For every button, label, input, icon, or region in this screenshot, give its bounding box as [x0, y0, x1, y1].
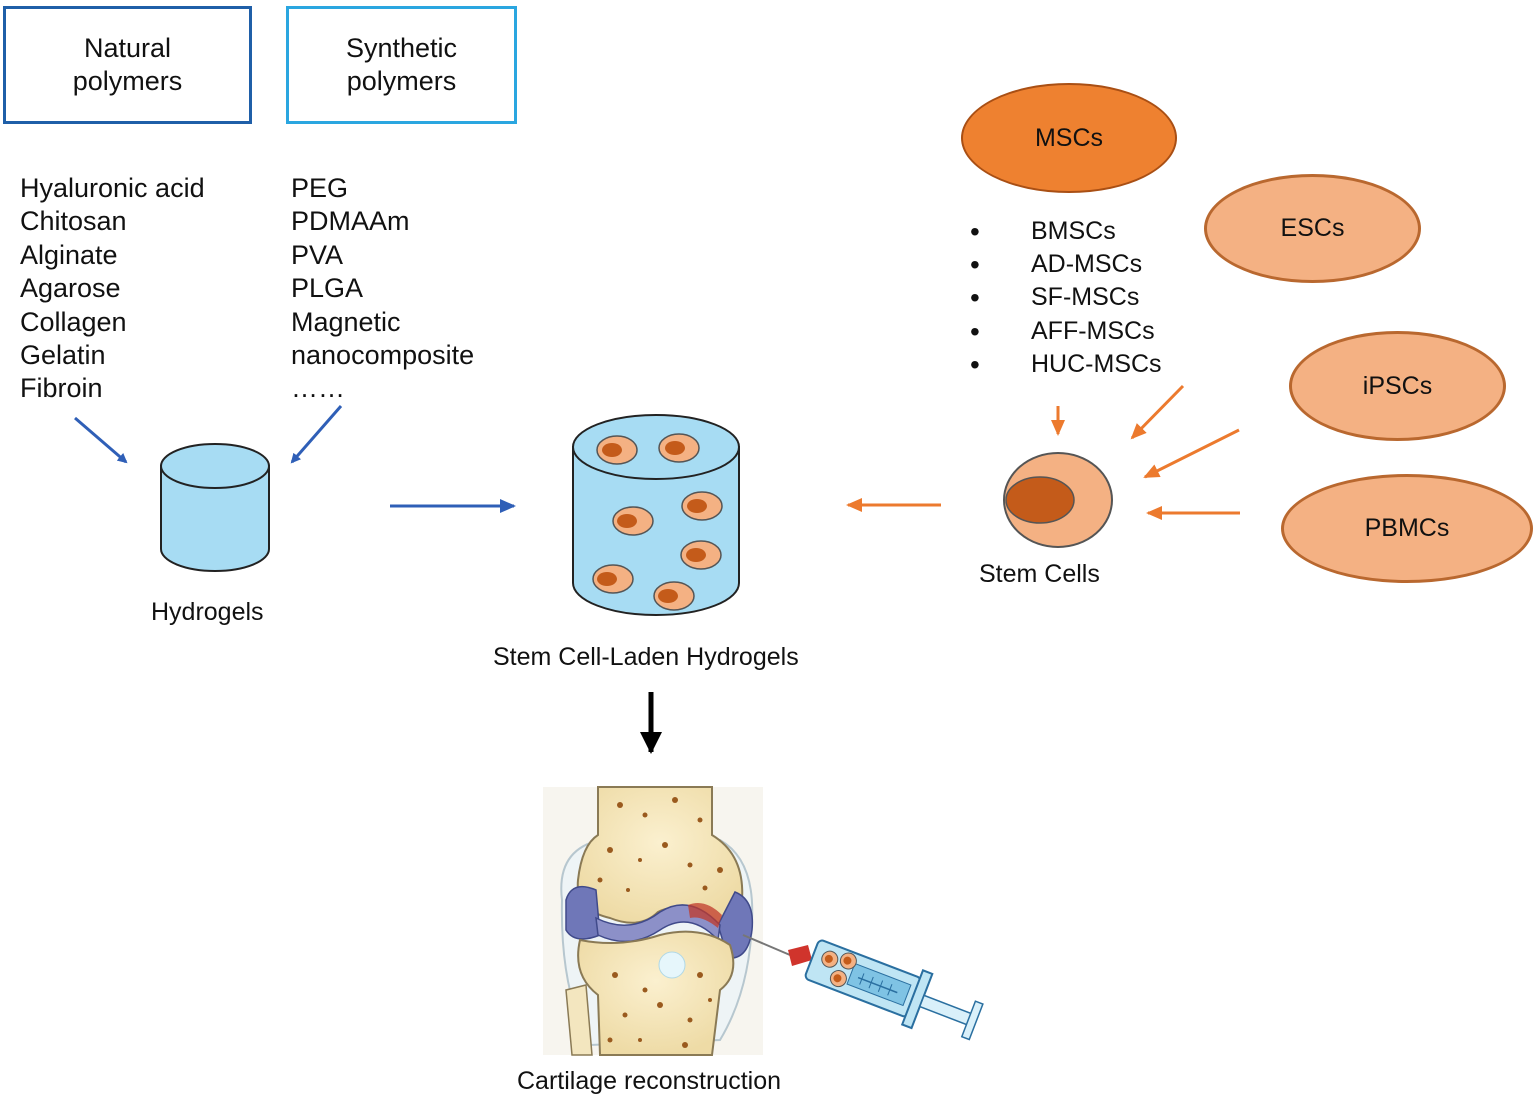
synthetic-polymer-item: PLGA: [291, 273, 364, 304]
synthetic-polymer-item: Magnetic: [291, 306, 401, 337]
synthetic-polymers-box: Synthetic polymers: [286, 6, 517, 124]
msc-ellipse: MSCs: [961, 83, 1177, 193]
natural-polymer-item: Hyaluronic acid: [20, 173, 205, 203]
msc-subtype-item: SF-MSCs: [970, 281, 1162, 314]
natural-polymer-item: Collagen: [20, 306, 127, 337]
knee-joint-illustration: [543, 786, 763, 1056]
synthetic-polymer-item: PDMAAm: [291, 206, 410, 237]
natural-polymers-box: Natural polymers: [3, 6, 252, 124]
natural-polymer-item: Fibroin: [20, 373, 103, 404]
esc-label: ESCs: [1280, 214, 1345, 242]
esc-ellipse: ESCs: [1204, 174, 1421, 283]
esc-to-stem-cell-arrow: [1130, 384, 1185, 440]
msc-subtype-item: HUC-MSCs: [970, 348, 1162, 381]
natural-polymer-item: Chitosan: [20, 206, 127, 237]
stem-cell-icon: [1003, 452, 1113, 548]
ipsc-to-stem-cell-arrow: [1143, 428, 1240, 479]
msc-subtype-list: BMSCsAD-MSCsSF-MSCsAFF-MSCsHUC-MSCs: [970, 215, 1162, 381]
synthetic-polymer-item: PVA: [291, 239, 344, 270]
natural-polymers-title: Natural polymers: [72, 33, 183, 96]
hydrogels-label: Hydrogels: [151, 598, 264, 626]
syringe-icon: [742, 934, 984, 1041]
natural-to-hydrogel-arrow: [74, 416, 128, 464]
hydrogel-cylinder-icon: [160, 443, 270, 572]
msc-subtype-item: BMSCs: [970, 215, 1162, 248]
synthetic-to-hydrogel-arrow: [290, 405, 343, 464]
synthetic-polymers-title: Synthetic polymers: [345, 33, 458, 96]
synthetic-polymer-item: nanocomposite: [291, 340, 475, 371]
ipsc-label: iPSCs: [1362, 371, 1433, 400]
stem-cells-label: Stem Cells: [979, 560, 1100, 588]
natural-polymer-item: Alginate: [20, 239, 118, 270]
cartilage-reconstruction-label: Cartilage reconstruction: [517, 1067, 782, 1095]
embedded-cell-icons: [592, 433, 723, 611]
pbmc-label: PBMCs: [1364, 514, 1450, 542]
msc-label: MSCs: [1034, 123, 1104, 152]
msc-subtype-item: AD-MSCs: [970, 248, 1162, 281]
natural-polymer-item: Gelatin: [20, 340, 106, 371]
ipsc-ellipse: iPSCs: [1289, 331, 1506, 441]
stem-cell-laden-hydrogels-label: Stem Cell-Laden Hydrogels: [493, 643, 799, 671]
pbmc-ellipse: PBMCs: [1281, 474, 1533, 583]
natural-polymer-item: Agarose: [20, 273, 121, 304]
msc-subtype-item: AFF-MSCs: [970, 315, 1162, 348]
synthetic-polymer-item: PEG: [291, 173, 349, 203]
synthetic-polymer-item: ……: [291, 373, 345, 404]
